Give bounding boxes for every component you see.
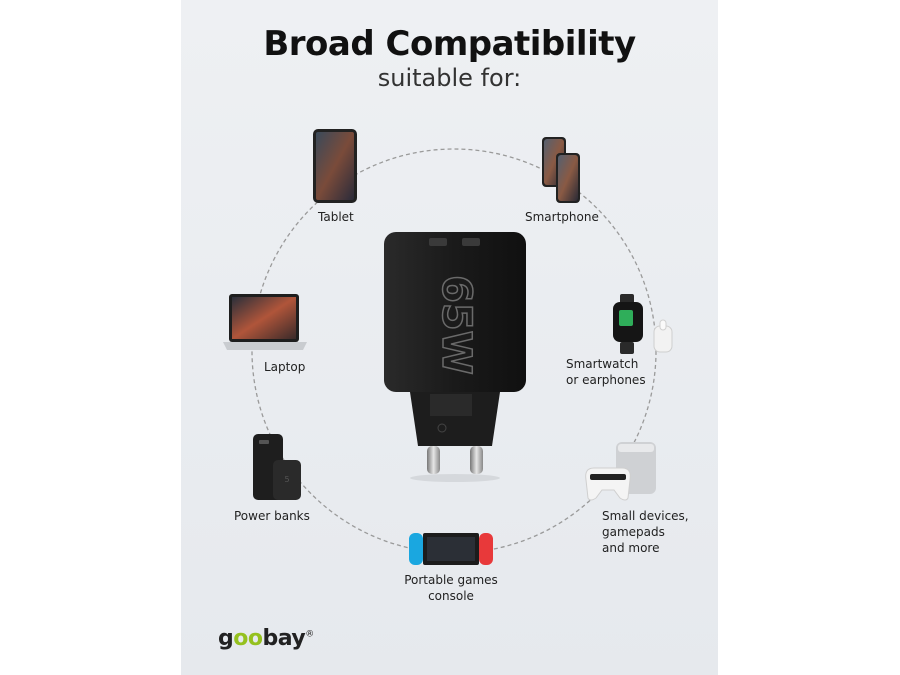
logo-suffix: bay [262,626,306,651]
smartwatch-label-line2: or earphones [566,373,646,387]
page-subtitle: suitable for: [377,64,522,92]
smartwatch-image [613,294,673,354]
smartphone-image [542,137,580,203]
logo-registered-mark: ® [305,629,314,640]
charger-image [384,232,526,482]
small-devices-label-line3: and more [602,541,660,555]
goobay-logo: goobay® [218,626,314,651]
tablet-label: Tablet [318,210,354,224]
smartphone-label: Smartphone [525,210,599,224]
console-label-line2: console [428,589,474,603]
power-banks-label: Power banks [234,509,310,523]
portable-console-image [409,533,493,565]
laptop-image [223,294,307,350]
laptop-label: Laptop [264,360,306,374]
small-devices-label-line2: gamepads [602,525,665,539]
svg-text:5: 5 [284,475,289,484]
power-bank-image: 5 [253,434,301,500]
smartwatch-label-line1: Smartwatch [566,357,639,371]
logo-prefix: g [218,626,234,651]
logo-oo: oo [233,626,263,651]
gamepad-speaker-image [585,442,656,501]
tablet-image [313,129,357,203]
page-title: Broad Compatibility [263,24,636,64]
charger-wattage: 65W [432,274,480,375]
console-label-line1: Portable games [404,573,498,587]
small-devices-label-line1: Small devices, [602,509,689,523]
